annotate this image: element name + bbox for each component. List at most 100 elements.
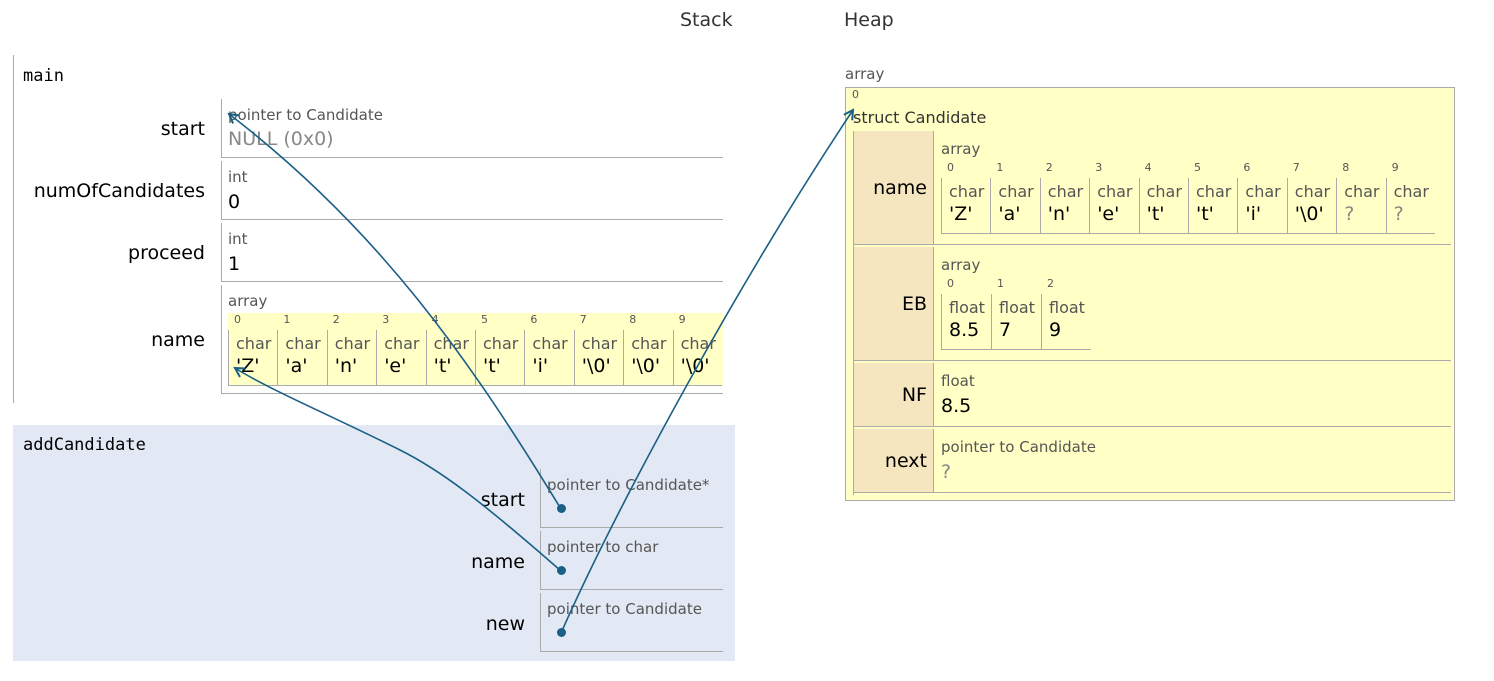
element-value: 8.5: [949, 319, 980, 341]
element-value: 'n': [334, 355, 358, 377]
element-type: char: [949, 182, 985, 201]
value: NULL (0x0): [228, 128, 334, 150]
type-label: pointer to Candidate: [941, 438, 1096, 456]
add-var-start-value: pointer to Candidate*: [540, 469, 723, 528]
array-index: 4: [431, 313, 439, 326]
array-index: 0: [947, 161, 954, 174]
element-value: 9: [1049, 319, 1062, 341]
array-index: 7: [579, 313, 587, 326]
array-index: 0: [947, 277, 954, 290]
array-element: char 'Z': [941, 178, 991, 234]
element-value: ?: [1393, 203, 1404, 225]
array-index: 5: [481, 313, 488, 326]
element-type: char: [384, 334, 420, 353]
array-element: char't': [1138, 178, 1188, 234]
pointer-dot: [557, 504, 566, 513]
element-value: 'i': [1245, 203, 1262, 225]
array-index: 2: [332, 313, 340, 326]
stack-header: Stack: [680, 9, 733, 31]
array-element: char?: [1336, 178, 1386, 234]
element-type: float: [999, 298, 1035, 317]
element-value: '\0': [631, 355, 661, 377]
field-name-label-cell: name: [854, 131, 933, 245]
array-index: 2: [1045, 161, 1053, 174]
element-value: '\0': [1294, 203, 1324, 225]
element-value: '\0': [680, 355, 710, 377]
array-element: char'n': [326, 330, 377, 386]
field-name-label: name: [873, 177, 927, 199]
array-element: char'n': [1039, 178, 1090, 234]
main-var-numOfCandidates-name: numOfCandidates: [33, 180, 205, 202]
element-value: 'i': [532, 355, 549, 377]
element-type: char: [1294, 182, 1331, 201]
array-element: char 'i': [524, 330, 574, 386]
type-label: float: [941, 372, 975, 390]
element-type: char: [236, 334, 272, 353]
element-type: char: [631, 334, 667, 353]
array-index: 1: [997, 277, 1004, 290]
field-next-label-cell: next: [854, 429, 933, 493]
value: 1: [228, 253, 241, 275]
element-value: 7: [999, 319, 1012, 341]
type-label: int: [228, 168, 248, 186]
element-value: 'a': [285, 355, 308, 377]
array-index: 1: [283, 313, 291, 326]
element-value: 'e': [384, 355, 407, 377]
element-type: char: [1097, 182, 1133, 201]
pointer-dot: [557, 566, 566, 575]
heap-header: Heap: [844, 9, 894, 31]
array-index: 2: [1047, 277, 1054, 290]
array-index: 6: [1243, 161, 1251, 174]
main-frame-title: main: [23, 66, 64, 86]
addCandidate-frame-title: addCandidate: [23, 435, 146, 455]
type-label: array: [941, 256, 981, 274]
array-index: 9: [678, 313, 686, 326]
add-var-new-value: pointer to Candidate: [540, 593, 723, 652]
field-next-value: pointer to Candidate ?: [933, 429, 1451, 493]
main-var-proceed-name: proceed: [128, 242, 205, 264]
array-index: 1: [996, 161, 1004, 174]
heap-array-index: 0: [852, 88, 859, 101]
value: ?: [941, 461, 952, 483]
add-var-start-name: start: [480, 489, 525, 511]
element-type: char: [532, 334, 568, 353]
array-index: 8: [1342, 161, 1350, 174]
add-var-name-value: pointer to char: [540, 531, 723, 590]
type-label: pointer to Candidate: [547, 600, 702, 618]
array-element: char 'e': [376, 330, 426, 386]
field-next-label: next: [884, 450, 927, 472]
array-element: char't': [425, 330, 475, 386]
array-index: 7: [1292, 161, 1300, 174]
main-var-start-name: start: [160, 118, 205, 140]
element-type: char: [483, 334, 519, 353]
type-label: int: [228, 230, 248, 248]
element-value: 't': [1146, 203, 1165, 225]
array-index: 9: [1391, 161, 1399, 174]
array-element: char '\0': [1286, 178, 1337, 234]
field-NF-value: float 8.5: [933, 363, 1451, 427]
array-element: char't': [475, 330, 525, 386]
element-type: char: [581, 334, 618, 353]
array-element: char'i': [1237, 178, 1287, 234]
array-element: char '\0': [573, 330, 624, 386]
main-var-proceed-value: int 1: [221, 223, 723, 282]
element-value: '\0': [581, 355, 611, 377]
field-NF-label: NF: [901, 384, 927, 406]
array-index: 3: [1095, 161, 1103, 174]
element-type: char: [680, 334, 716, 353]
array-element: char '\0': [672, 330, 722, 386]
array-element: char't': [1188, 178, 1238, 234]
element-value: 'Z': [949, 203, 973, 225]
value: 8.5: [941, 395, 972, 417]
element-type: char: [1196, 182, 1232, 201]
element-type: char: [1393, 182, 1429, 201]
array-element: char'a': [990, 178, 1040, 234]
array-element: float 7: [991, 294, 1041, 350]
type-label: array: [941, 140, 981, 158]
